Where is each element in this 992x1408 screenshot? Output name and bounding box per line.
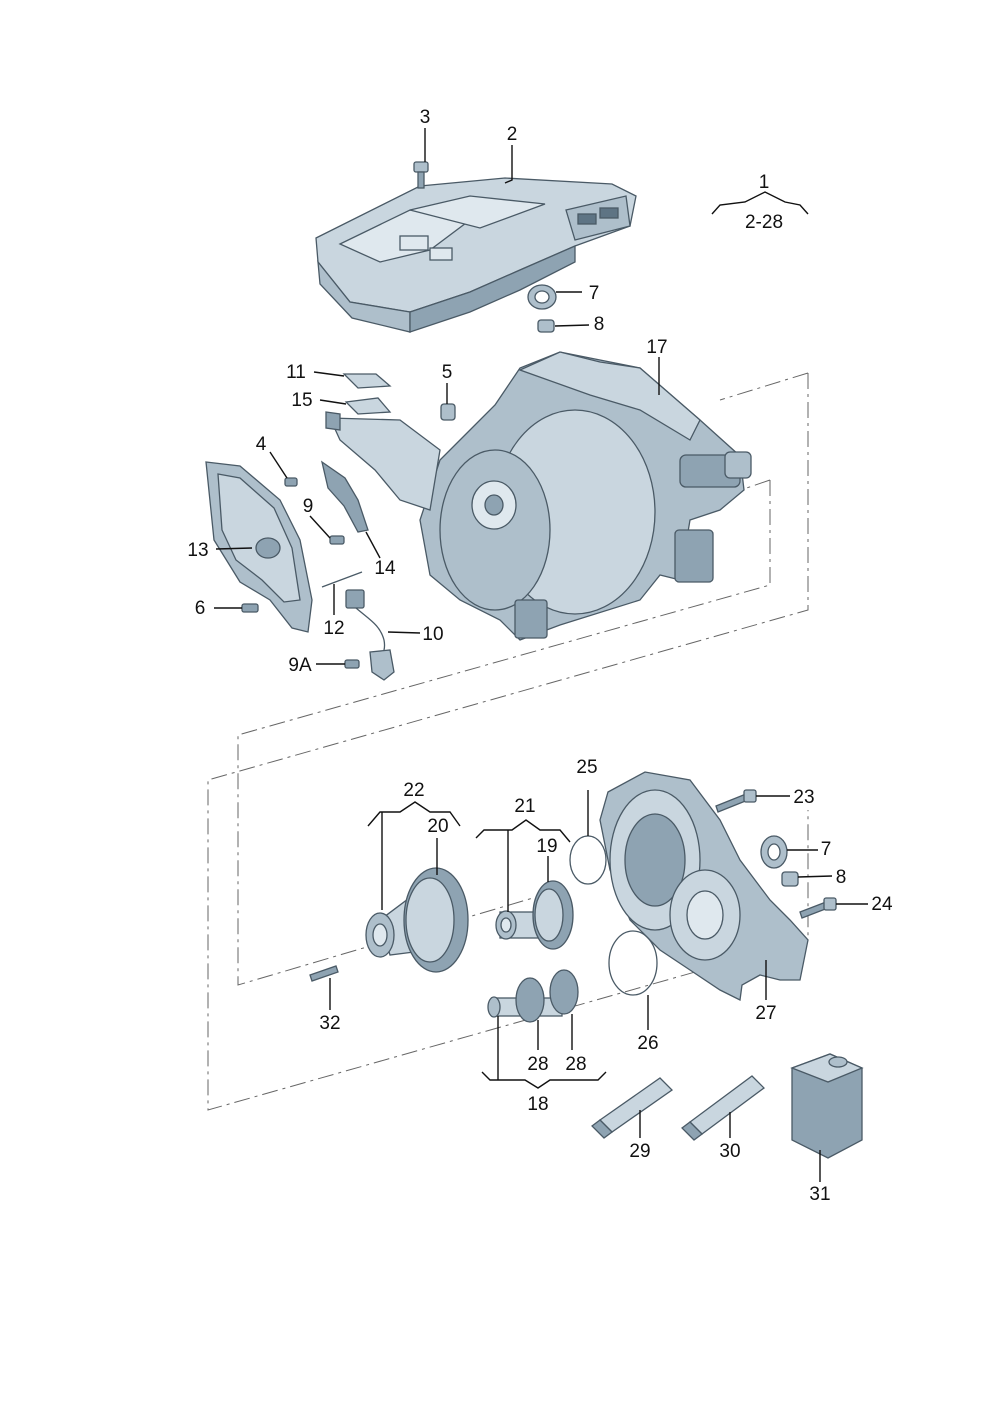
label-13: 13: [187, 540, 208, 561]
label-23: 23: [793, 787, 814, 808]
part-12-pin[interactable]: [321, 571, 363, 588]
part-32-pin[interactable]: [309, 965, 339, 982]
part-28-bearing-left[interactable]: [515, 977, 545, 1023]
label-8-bottom: 8: [836, 867, 847, 888]
part-25-o-ring[interactable]: [569, 835, 607, 885]
part-21-intermediate-shaft[interactable]: [495, 880, 574, 950]
part-15-gasket[interactable]: [344, 397, 392, 415]
label-31: 31: [809, 1184, 830, 1205]
label-14: 14: [374, 558, 396, 579]
part-14-gasket[interactable]: [320, 460, 369, 533]
label-17: 17: [646, 337, 667, 358]
label-22: 22: [403, 780, 424, 801]
label-9: 9: [303, 496, 314, 517]
part-17-electric-drive-motor[interactable]: [325, 351, 752, 641]
label-6: 6: [195, 598, 206, 619]
part-6-bolt[interactable]: [241, 603, 259, 613]
label-27: 27: [755, 1003, 776, 1024]
label-1-range: 2-28: [745, 212, 783, 233]
part-11-gasket[interactable]: [342, 373, 392, 389]
part-9-bolt[interactable]: [329, 535, 345, 545]
part-28-bearing-right[interactable]: [549, 969, 579, 1015]
part-9A-bolt[interactable]: [344, 659, 360, 669]
label-9A: 9A: [288, 655, 312, 676]
label-2: 2: [507, 124, 518, 145]
label-21: 21: [514, 796, 535, 817]
part-18-input-shaft[interactable]: [487, 969, 579, 1023]
leader-lines: [214, 128, 868, 1182]
label-10: 10: [422, 624, 443, 645]
label-1: 1: [759, 172, 770, 193]
label-18: 18: [527, 1094, 548, 1115]
label-19: 19: [536, 836, 557, 857]
part-7-seal-ring-top[interactable]: [527, 284, 557, 310]
label-4: 4: [256, 434, 267, 455]
label-8-top: 8: [594, 314, 605, 335]
part-7-seal-ring-bottom[interactable]: [760, 835, 788, 869]
label-25: 25: [576, 757, 597, 778]
part-24-bolt[interactable]: [799, 897, 837, 919]
label-26: 26: [637, 1033, 658, 1054]
part-5-plug[interactable]: [440, 403, 456, 421]
label-7-top: 7: [589, 283, 600, 304]
label-3: 3: [420, 107, 431, 128]
label-32: 32: [319, 1013, 340, 1034]
part-labels: 3 2 1 2-28 7 8 17 11 5 15 4 9 13 14 6 12…: [187, 107, 893, 1205]
label-20: 20: [427, 816, 448, 837]
label-15: 15: [291, 390, 312, 411]
label-28-left: 28: [527, 1054, 548, 1075]
part-10-sensor[interactable]: [345, 589, 395, 681]
part-4-bolt[interactable]: [284, 477, 298, 487]
part-8-plug-top[interactable]: [537, 319, 555, 333]
part-22-differential[interactable]: [365, 867, 469, 973]
label-7-bottom: 7: [821, 839, 832, 860]
part-23-bolt[interactable]: [715, 789, 757, 813]
part-13-cover-plate[interactable]: [205, 461, 313, 633]
label-24: 24: [871, 894, 893, 915]
part-31-canister[interactable]: [790, 1053, 864, 1159]
part-27-gearbox-housing[interactable]: [599, 771, 809, 1001]
part-2-power-electronics-cover[interactable]: [315, 177, 637, 333]
part-3-bolt[interactable]: [413, 161, 429, 189]
part-29-tube[interactable]: [591, 1077, 674, 1139]
part-8-plug-bottom[interactable]: [781, 871, 799, 887]
label-30: 30: [719, 1141, 740, 1162]
label-11: 11: [286, 362, 306, 383]
part-30-tube[interactable]: [681, 1075, 765, 1141]
part-26-o-ring[interactable]: [608, 930, 658, 996]
label-29: 29: [629, 1141, 650, 1162]
label-12: 12: [323, 618, 344, 639]
label-28-right: 28: [565, 1054, 586, 1075]
label-5: 5: [442, 362, 453, 383]
